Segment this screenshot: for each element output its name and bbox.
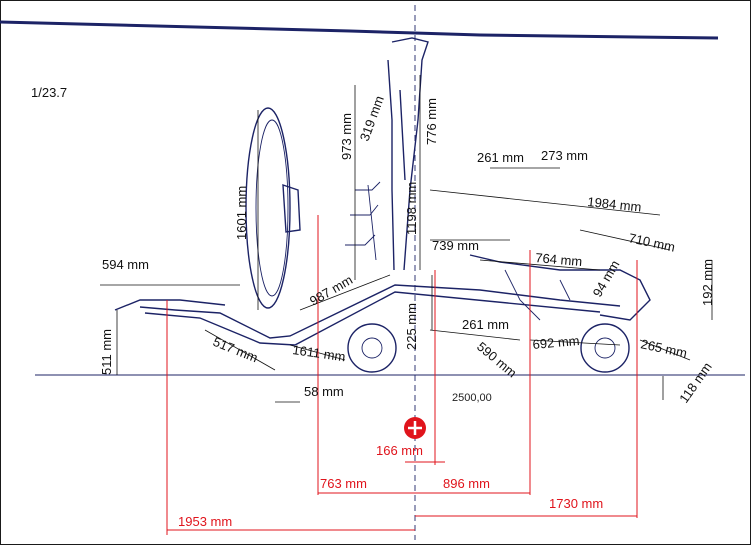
cg-dim-1953: 1953 mm [178, 514, 232, 529]
dim-225: 225 mm [404, 303, 419, 350]
dim-764: 764 mm [535, 250, 583, 269]
dim-1601: 1601 mm [234, 186, 249, 240]
dim-973: 973 mm [339, 113, 354, 160]
rotor-blade [0, 20, 719, 40]
mast [387, 37, 429, 271]
cg-dim-896: 896 mm [443, 476, 490, 491]
tail [114, 299, 226, 311]
wheelbase-label: 2500,00 [452, 392, 492, 404]
dim-776: 776 mm [424, 98, 439, 145]
scale-label: 1/23.7 [31, 85, 67, 100]
dim-265: 265 mm [639, 336, 688, 360]
nose-wheel-hub [594, 337, 616, 359]
dim-1198: 1198 mm [404, 182, 419, 235]
dim-517: 517 mm [211, 334, 260, 366]
dimension-lines [100, 75, 713, 403]
dim-594: 594 mm [102, 257, 149, 272]
cg-dim-763: 763 mm [320, 476, 367, 491]
propeller-inner [255, 119, 289, 297]
dim-58: 58 mm [304, 384, 344, 399]
dim-511: 511 mm [99, 329, 114, 375]
dim-710: 710 mm [627, 230, 676, 254]
cg-marker [404, 417, 426, 439]
dim-192: 192 mm [700, 259, 715, 306]
propeller [245, 107, 291, 309]
dim-1984: 1984 mm [587, 194, 642, 215]
dim-1611: 1611 mm [292, 342, 347, 364]
dim-261-top: 261 mm [477, 150, 524, 165]
cg-dim-166: 166 mm [376, 443, 423, 458]
main-wheel-hub [361, 337, 383, 359]
dim-94: 94 mm [590, 258, 623, 300]
keel-tube-lower [144, 291, 601, 346]
dim-987: 987 mm [307, 272, 355, 308]
cg-reference-lines [166, 215, 638, 535]
dim-739: 739 mm [432, 238, 479, 253]
main-wheel [347, 323, 397, 373]
nose-frame [469, 254, 651, 321]
nose-wheel [580, 323, 630, 373]
dim-692: 692 mm [532, 333, 580, 352]
engine-hub [282, 184, 301, 233]
dim-319: 319 mm [357, 94, 387, 143]
cg-dim-1730: 1730 mm [549, 496, 603, 511]
keel-tube [139, 284, 621, 339]
dim-118: 118 mm [676, 359, 715, 405]
nose-struts [504, 269, 571, 321]
mast-attachments [345, 181, 381, 261]
dim-261-mid: 261 mm [462, 317, 509, 332]
dim-273: 273 mm [541, 148, 588, 163]
dim-590: 590 mm [474, 339, 520, 381]
